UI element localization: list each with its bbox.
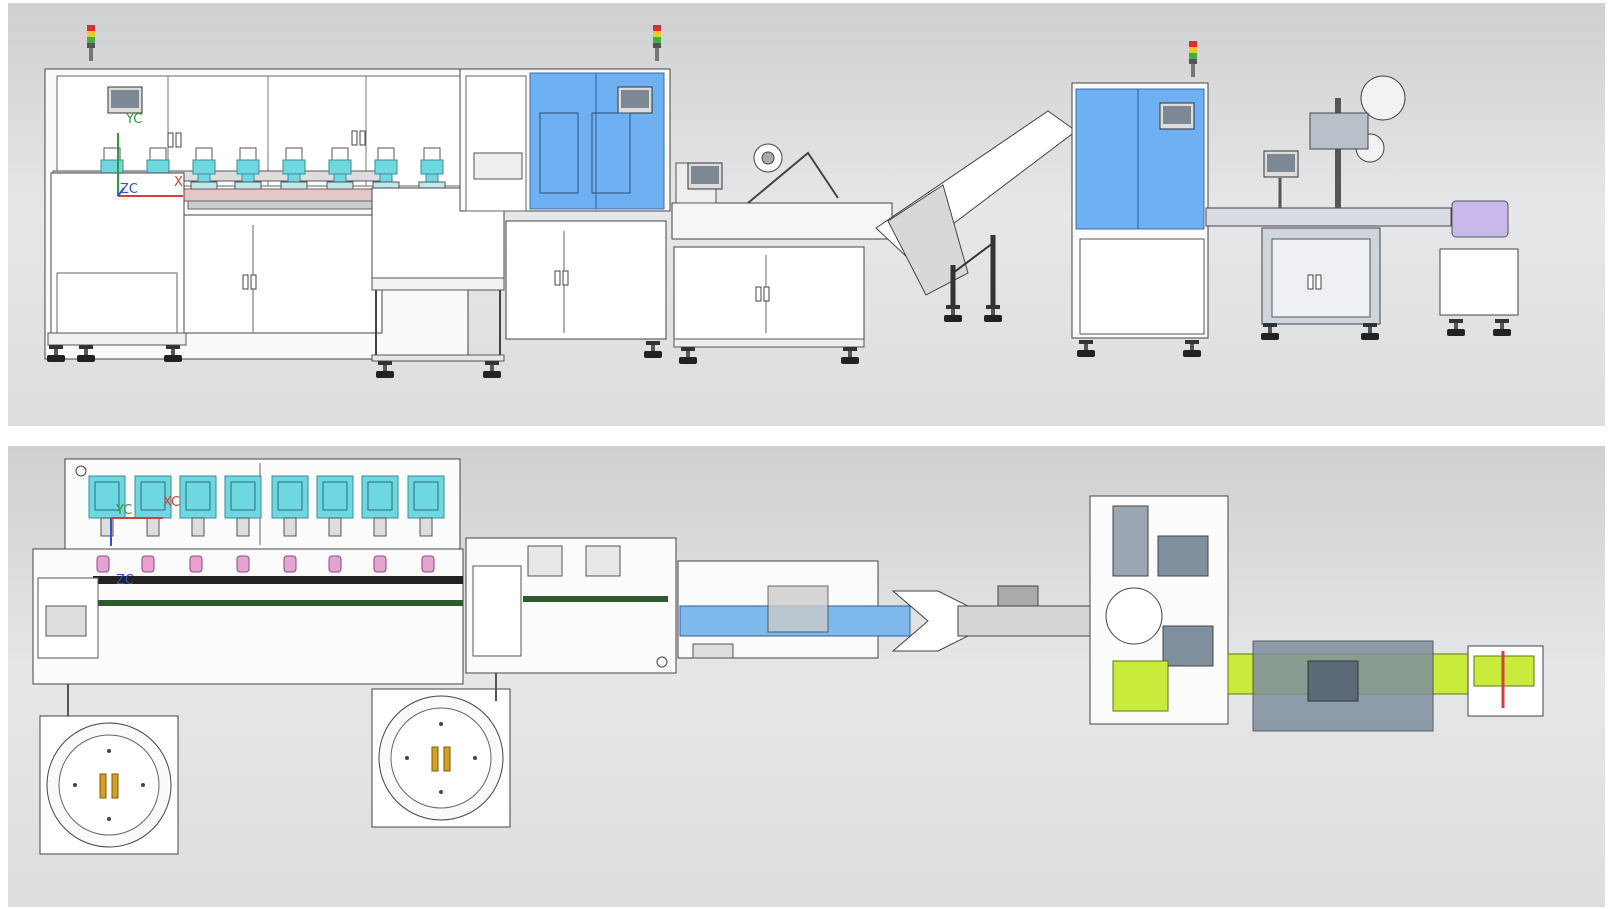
touch-panel-icon bbox=[617, 86, 653, 114]
axis-y-label: YC bbox=[115, 503, 132, 518]
plan-conveyor bbox=[891, 585, 1109, 652]
plan-inspection-station bbox=[1089, 495, 1229, 725]
part-carrier bbox=[328, 555, 342, 573]
leveling-foot-icon bbox=[1361, 323, 1379, 340]
touch-panel-icon bbox=[1263, 150, 1299, 178]
touch-panel-icon bbox=[107, 86, 143, 114]
plan-press-station bbox=[465, 537, 677, 674]
signal-tower-icon bbox=[653, 25, 661, 61]
touch-panel-icon bbox=[687, 162, 723, 190]
axis-x-label: XC bbox=[163, 495, 180, 510]
axis-z-label: ZC bbox=[120, 182, 138, 197]
leveling-foot-icon bbox=[1077, 340, 1095, 357]
plan-view: YC ZC XC bbox=[8, 446, 1605, 907]
part-carrier bbox=[189, 555, 203, 573]
signal-tower-icon bbox=[1189, 41, 1197, 77]
axis-y-label: YC bbox=[125, 112, 142, 127]
touch-panel-icon bbox=[1159, 102, 1195, 130]
leveling-foot-icon bbox=[841, 347, 859, 364]
leveling-foot-icon bbox=[1183, 340, 1201, 357]
leveling-foot-icon bbox=[1447, 319, 1465, 336]
part-carrier bbox=[96, 555, 110, 573]
front-elevation-view: YC ZC X bbox=[8, 3, 1605, 426]
leveling-foot-icon bbox=[1261, 323, 1279, 340]
rotary-feeder-icon bbox=[39, 715, 179, 855]
incline-conveyor bbox=[875, 110, 1077, 322]
plan-view-drawing: YC ZC XC bbox=[32, 458, 1544, 855]
signal-tower-icon bbox=[87, 25, 95, 61]
rotary-feeder-icon bbox=[371, 688, 511, 828]
leveling-foot-icon bbox=[944, 305, 962, 322]
plan-dispensing-station: YC ZC XC bbox=[32, 458, 464, 776]
part-carrier bbox=[236, 555, 250, 573]
machine-wrapping-station bbox=[671, 143, 893, 364]
leveling-foot-icon bbox=[483, 361, 501, 378]
leveling-foot-icon bbox=[679, 347, 697, 364]
leveling-foot-icon bbox=[376, 361, 394, 378]
axis-x-label: X bbox=[174, 175, 183, 190]
machine-inspection-station bbox=[1071, 41, 1209, 357]
leveling-foot-icon bbox=[984, 305, 1002, 322]
part-carrier bbox=[283, 555, 297, 573]
part-carrier bbox=[141, 555, 155, 573]
plan-wrapping-station bbox=[677, 560, 911, 659]
leveling-foot-icon bbox=[1493, 319, 1511, 336]
leveling-foot-icon bbox=[644, 341, 662, 358]
machine-labeling-station bbox=[1205, 75, 1519, 340]
machine-press-station bbox=[459, 25, 671, 358]
part-carrier bbox=[421, 555, 435, 573]
front-elevation-drawing: YC ZC X bbox=[44, 25, 1519, 378]
plan-labeling-station bbox=[1227, 640, 1544, 732]
part-carrier bbox=[373, 555, 387, 573]
axis-z-label: ZC bbox=[116, 573, 134, 588]
